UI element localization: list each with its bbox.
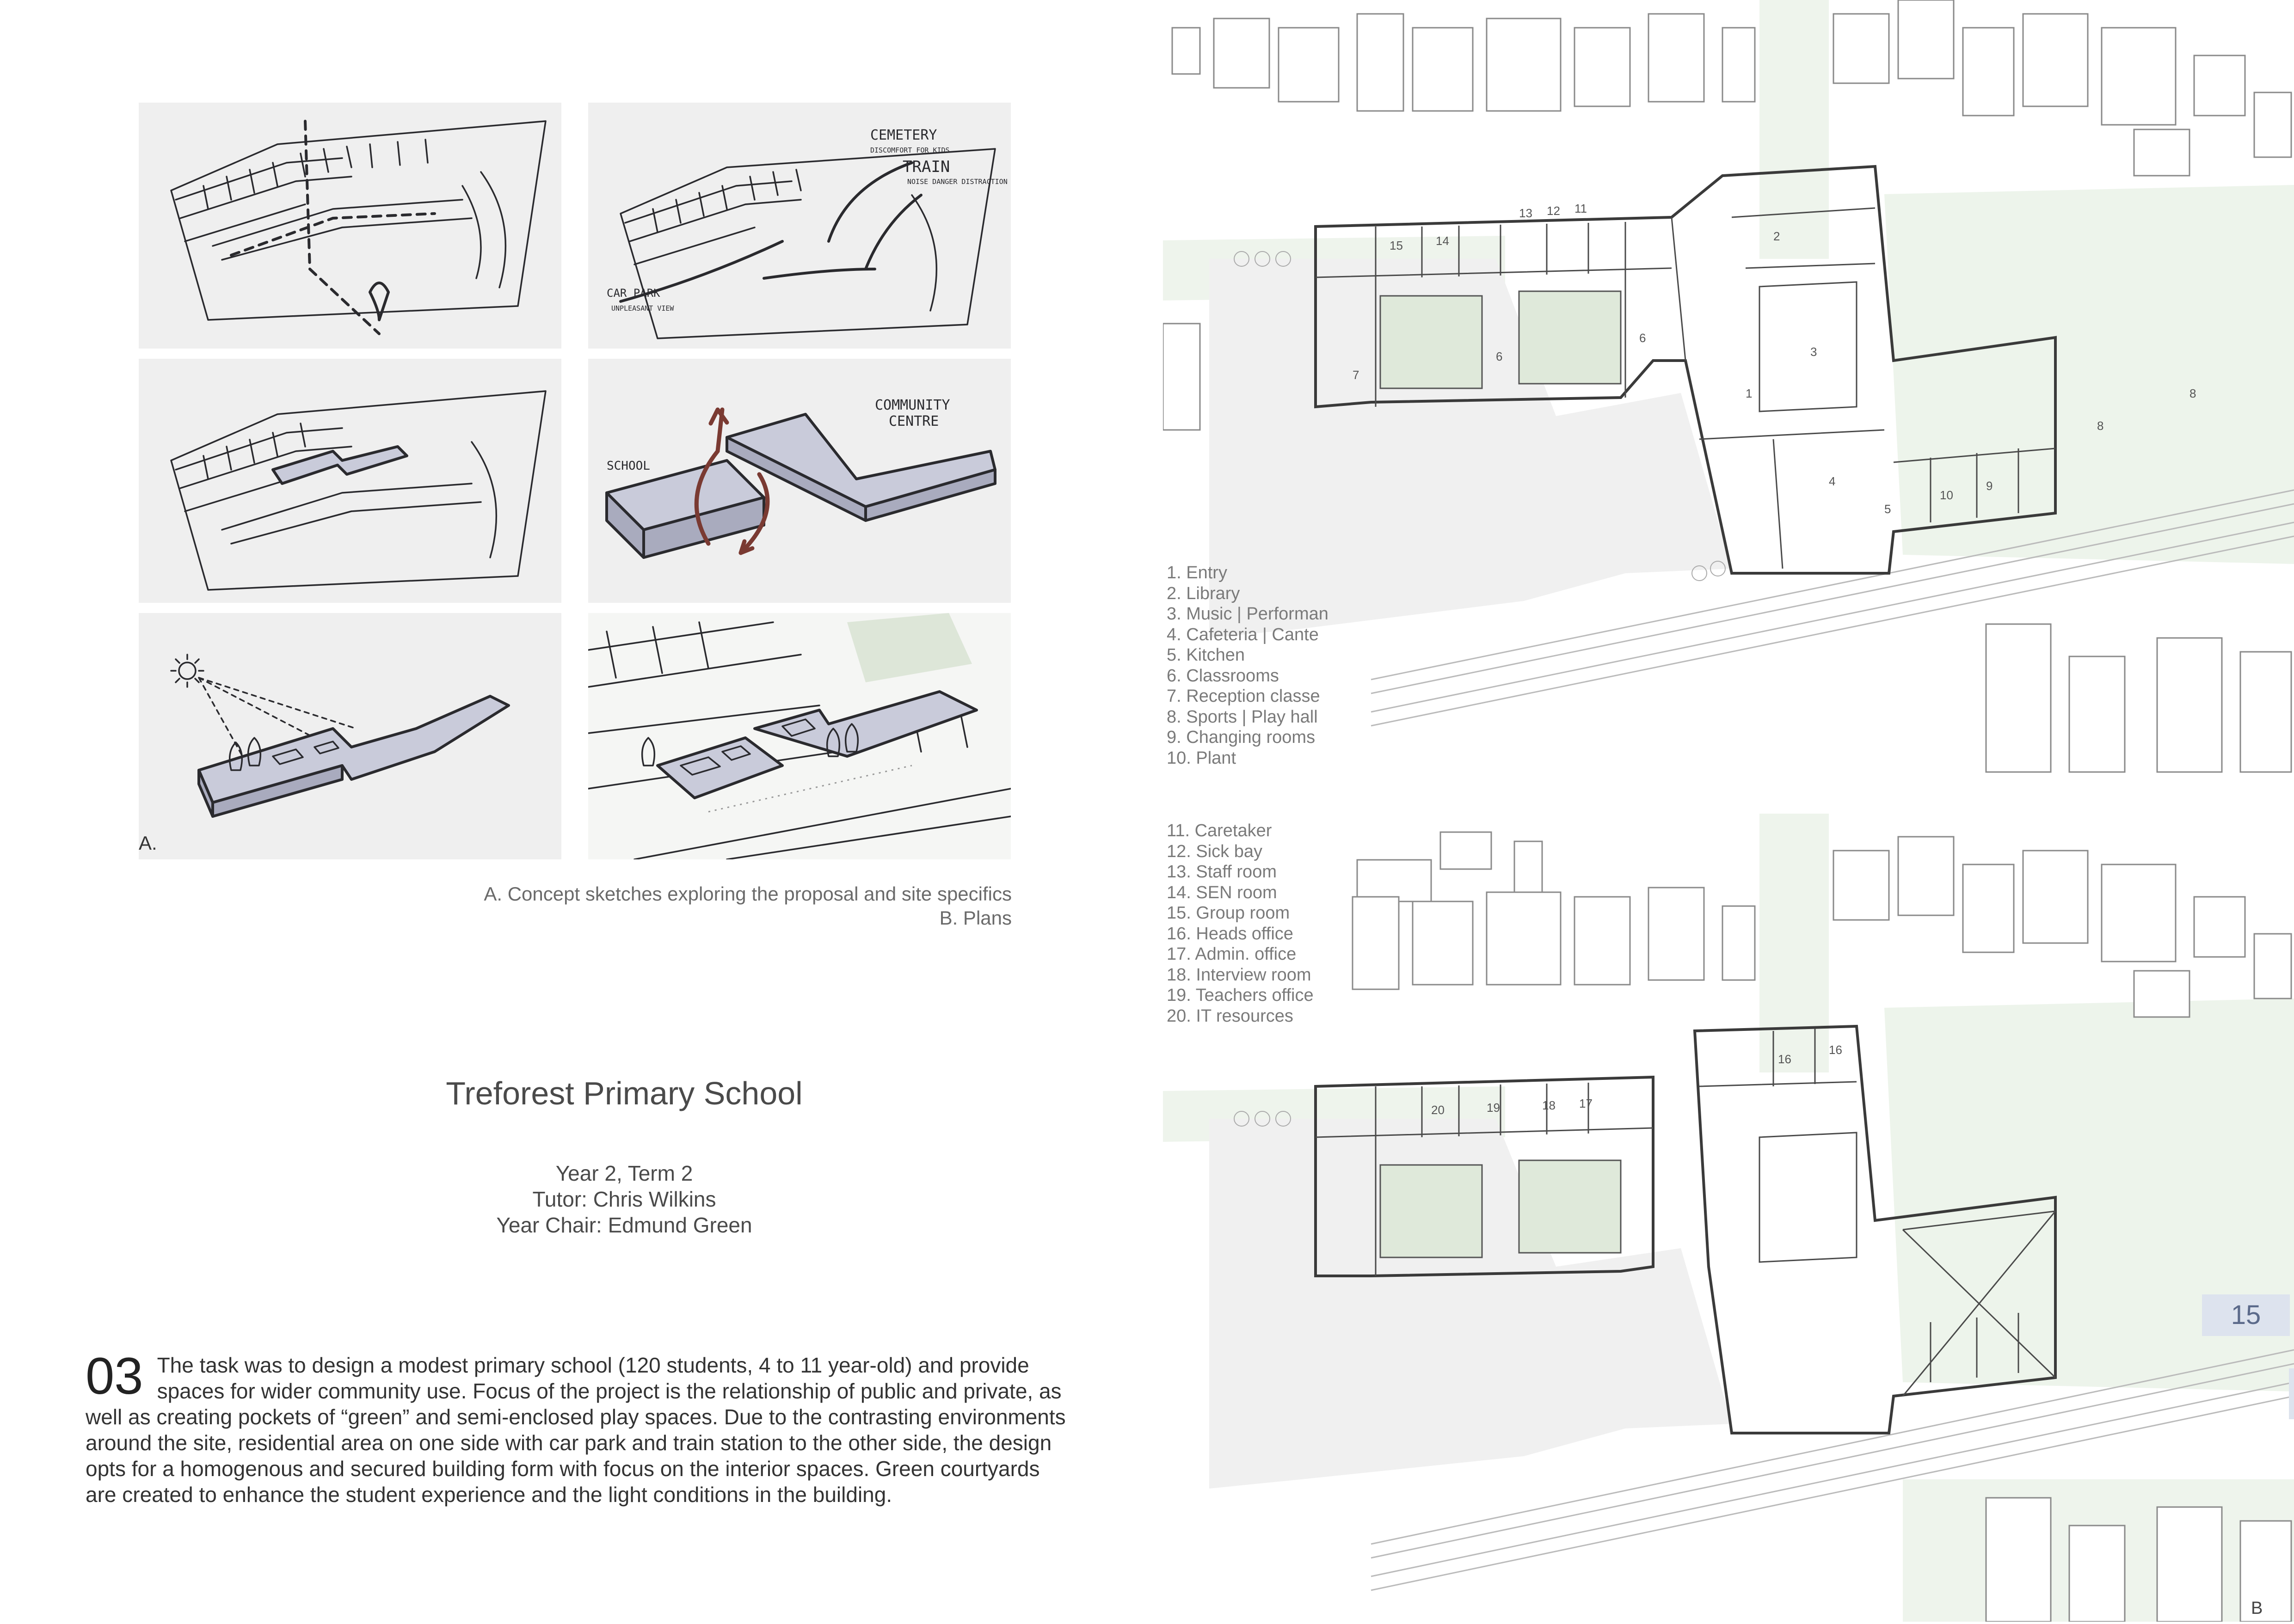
legend-item: 12. Sick bay <box>1167 841 1262 861</box>
sketch-label: DISCOMFORT FOR KIDS <box>870 146 950 154</box>
plan-room-number: 18 <box>1542 1098 1556 1112</box>
plan-room-number: 19 <box>1487 1101 1500 1115</box>
sketch-label: CEMETERY <box>870 127 937 143</box>
sketch-site-issues: CEMETERY DISCOMFORT FOR KIDS TRAIN NOISE… <box>588 103 1011 349</box>
legend-item: 20. IT resources <box>1167 1006 1293 1026</box>
legend-item: 4. Cafeteria | Cante <box>1167 625 1319 644</box>
legend-item: 18. Interview room <box>1167 965 1311 985</box>
sketch-axonometric-render <box>588 613 1011 859</box>
caption-b: B. Plans <box>939 907 1012 929</box>
panel-letter-a: A. <box>139 832 157 854</box>
first-floor-plan: 20 19 18 17 16 16 <box>1163 814 2294 1623</box>
legend-item: 2. Library <box>1167 583 1240 603</box>
caption-a: A. Concept sketches exploring the propos… <box>484 883 1012 905</box>
legend-item: 16. Heads office <box>1167 924 1293 944</box>
sketch-label: SCHOOL <box>607 459 650 473</box>
plan-room-number: 3 <box>1810 345 1817 359</box>
sketch-label: CAR PARK <box>607 287 660 300</box>
plan-room-number: 4 <box>1829 474 1835 488</box>
sketch-label: COMMUNITY <box>875 397 950 413</box>
plan-room-number: 14 <box>1436 234 1449 248</box>
page-number: 15 <box>2202 1294 2290 1336</box>
legend-item: 14. SEN room <box>1167 882 1277 902</box>
plan-room-number: 17 <box>1579 1097 1593 1110</box>
sketch-label: UNPLEASANT VIEW <box>611 304 674 313</box>
plan-room-number: 16 <box>1829 1043 1842 1057</box>
plan-room-number: 10 <box>1940 488 1953 502</box>
sketch-label: CENTRE <box>889 413 939 429</box>
legend-item: 13. Staff room <box>1167 862 1277 882</box>
plan-room-number: 8 <box>2189 386 2196 400</box>
sketch-site-proposal <box>139 359 561 603</box>
legend-item: 6. Classrooms <box>1167 666 1279 686</box>
description-text: The task was to design a modest primary … <box>86 1353 1066 1507</box>
legend-item: 7. Reception classe <box>1167 686 1320 706</box>
plan-room-number: 6 <box>1496 349 1502 363</box>
legend-item: 10. Plant <box>1167 748 1236 768</box>
legend-item: 17. Admin. office <box>1167 944 1297 964</box>
legend-item: 3. Music | Performan <box>1167 604 1328 624</box>
plan-room-number: 12 <box>1547 204 1560 218</box>
plan-room-number: 11 <box>1574 202 1587 215</box>
project-title: Treforest Primary School <box>446 1075 803 1111</box>
legend-item: 15. Group room <box>1167 903 1290 923</box>
plan-room-number: 6 <box>1639 331 1646 345</box>
page-edge-tab <box>2289 1368 2294 1419</box>
project-year-chair: Year Chair: Edmund Green <box>496 1213 752 1237</box>
project-term: Year 2, Term 2 <box>555 1161 693 1185</box>
legend-item: 19. Teachers office <box>1167 986 1314 1005</box>
sketch-sun-courtyards <box>139 613 561 859</box>
plan-room-number: 1 <box>1746 386 1752 400</box>
plan-room-number: 8 <box>2097 419 2103 433</box>
legend-first-floor: 11. Caretaker 12. Sick bay 13. Staff roo… <box>1167 821 1361 1026</box>
section-number: 03 <box>86 1347 143 1405</box>
plan-room-number: 13 <box>1519 206 1532 220</box>
sketch-label: TRAIN <box>903 158 950 176</box>
legend-item: 1. Entry <box>1167 563 1227 582</box>
sketch-site-grid <box>139 103 561 349</box>
plan-room-number: 15 <box>1390 239 1403 252</box>
legend-item: 11. Caretaker <box>1167 821 1272 840</box>
project-tutor: Tutor: Chris Wilkins <box>532 1187 716 1211</box>
legend-ground-floor: 1. Entry 2. Library 3. Music | Performan… <box>1167 563 1361 768</box>
legend-item: 9. Changing rooms <box>1167 728 1316 747</box>
plan-letter-b: B <box>2251 1599 2263 1618</box>
plan-room-number: 20 <box>1431 1103 1445 1117</box>
plan-room-number: 7 <box>1353 368 1359 382</box>
ground-floor-plan: 15 14 13 12 11 2 3 1 4 5 6 6 7 8 8 10 9 <box>1163 0 2294 777</box>
plan-room-number: 16 <box>1778 1052 1791 1066</box>
legend-item: 5. Kitchen <box>1167 645 1245 665</box>
sketch-massing-relation: COMMUNITY CENTRE SCHOOL <box>588 359 1011 603</box>
plan-room-number: 5 <box>1884 502 1891 516</box>
legend-item: 8. Sports | Play hall <box>1167 707 1318 727</box>
description-block: 03 The task was to design a modest prima… <box>86 1347 1068 1508</box>
plan-room-number: 9 <box>1986 479 1993 493</box>
plan-room-number: 2 <box>1773 229 1780 243</box>
sketch-label: NOISE DANGER DISTRACTION <box>907 178 1008 186</box>
